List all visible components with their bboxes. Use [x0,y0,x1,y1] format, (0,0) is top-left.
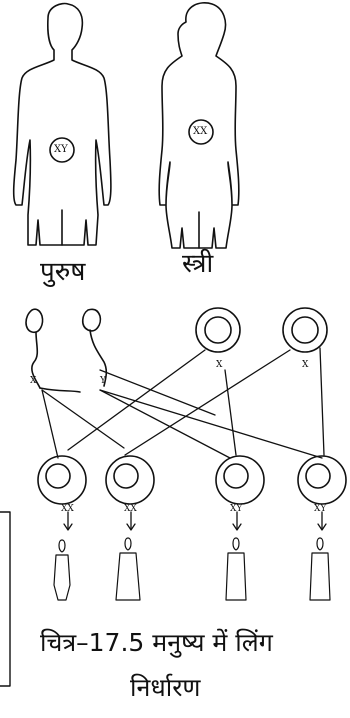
gamete-x-left-label: X [30,376,37,386]
caption-line-1: चित्र–17.5 मनुष्य में लिंग [40,628,273,657]
fertilization-lines [41,347,325,459]
left-border-box [0,511,11,687]
zygote-4-label: XY [314,504,327,514]
female-label: स्त्री [182,249,214,279]
zygotes [37,455,347,505]
sperm-cells [25,308,108,393]
offspring-figures [53,537,331,601]
female-body-figure [158,2,240,249]
gamete-x-right-label: X [302,360,309,370]
male-chromosome-label: XY [54,144,68,155]
male-label: पुरुष [40,257,86,287]
gamete-y-label: Y [100,376,106,386]
ova [195,307,328,353]
male-body-figure [12,2,112,246]
female-chromosome-label: XX [193,126,208,137]
gamete-x-mid-label: X [216,360,223,370]
down-arrows [63,511,327,531]
zygote-3-label: XY [230,504,243,514]
zygote-2-label: XX [124,504,137,514]
caption-line-2: निर्धारण [130,673,201,702]
zygote-1-label: XX [61,504,74,514]
